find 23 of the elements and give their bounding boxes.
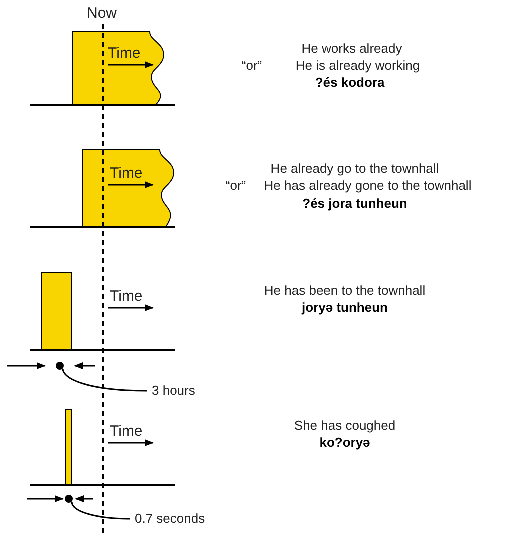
transcription-text: ?és jora tunheun bbox=[302, 196, 408, 211]
leader-line bbox=[62, 368, 148, 392]
duration-label: 0.7 seconds bbox=[135, 511, 206, 526]
dot bbox=[56, 362, 64, 370]
gloss-text: He has already gone to the townhall bbox=[264, 178, 472, 193]
transcription-text: ko?oryə bbox=[320, 435, 370, 450]
gloss-text: He works already bbox=[302, 41, 402, 56]
leader-line bbox=[71, 502, 130, 520]
axis-label: Time bbox=[108, 46, 141, 61]
axis-label: Time bbox=[110, 166, 143, 181]
transcription-text: ?és kodora bbox=[315, 75, 385, 90]
axis-label: Time bbox=[110, 289, 143, 304]
gloss-text: He is already working bbox=[296, 58, 420, 73]
transcription-text: joryə tunheun bbox=[302, 300, 388, 315]
duration-label: 3 hours bbox=[152, 383, 196, 398]
gloss-text: He has been to the townhall bbox=[264, 283, 426, 298]
or-text: “or” bbox=[226, 178, 246, 193]
gloss-text: She has coughed bbox=[294, 418, 396, 433]
dot bbox=[65, 495, 73, 503]
or-text: “or” bbox=[242, 58, 262, 73]
gloss-text: He already go to the townhall bbox=[270, 161, 440, 176]
now-label: Now bbox=[87, 6, 117, 21]
axis-label: Time bbox=[110, 424, 143, 439]
